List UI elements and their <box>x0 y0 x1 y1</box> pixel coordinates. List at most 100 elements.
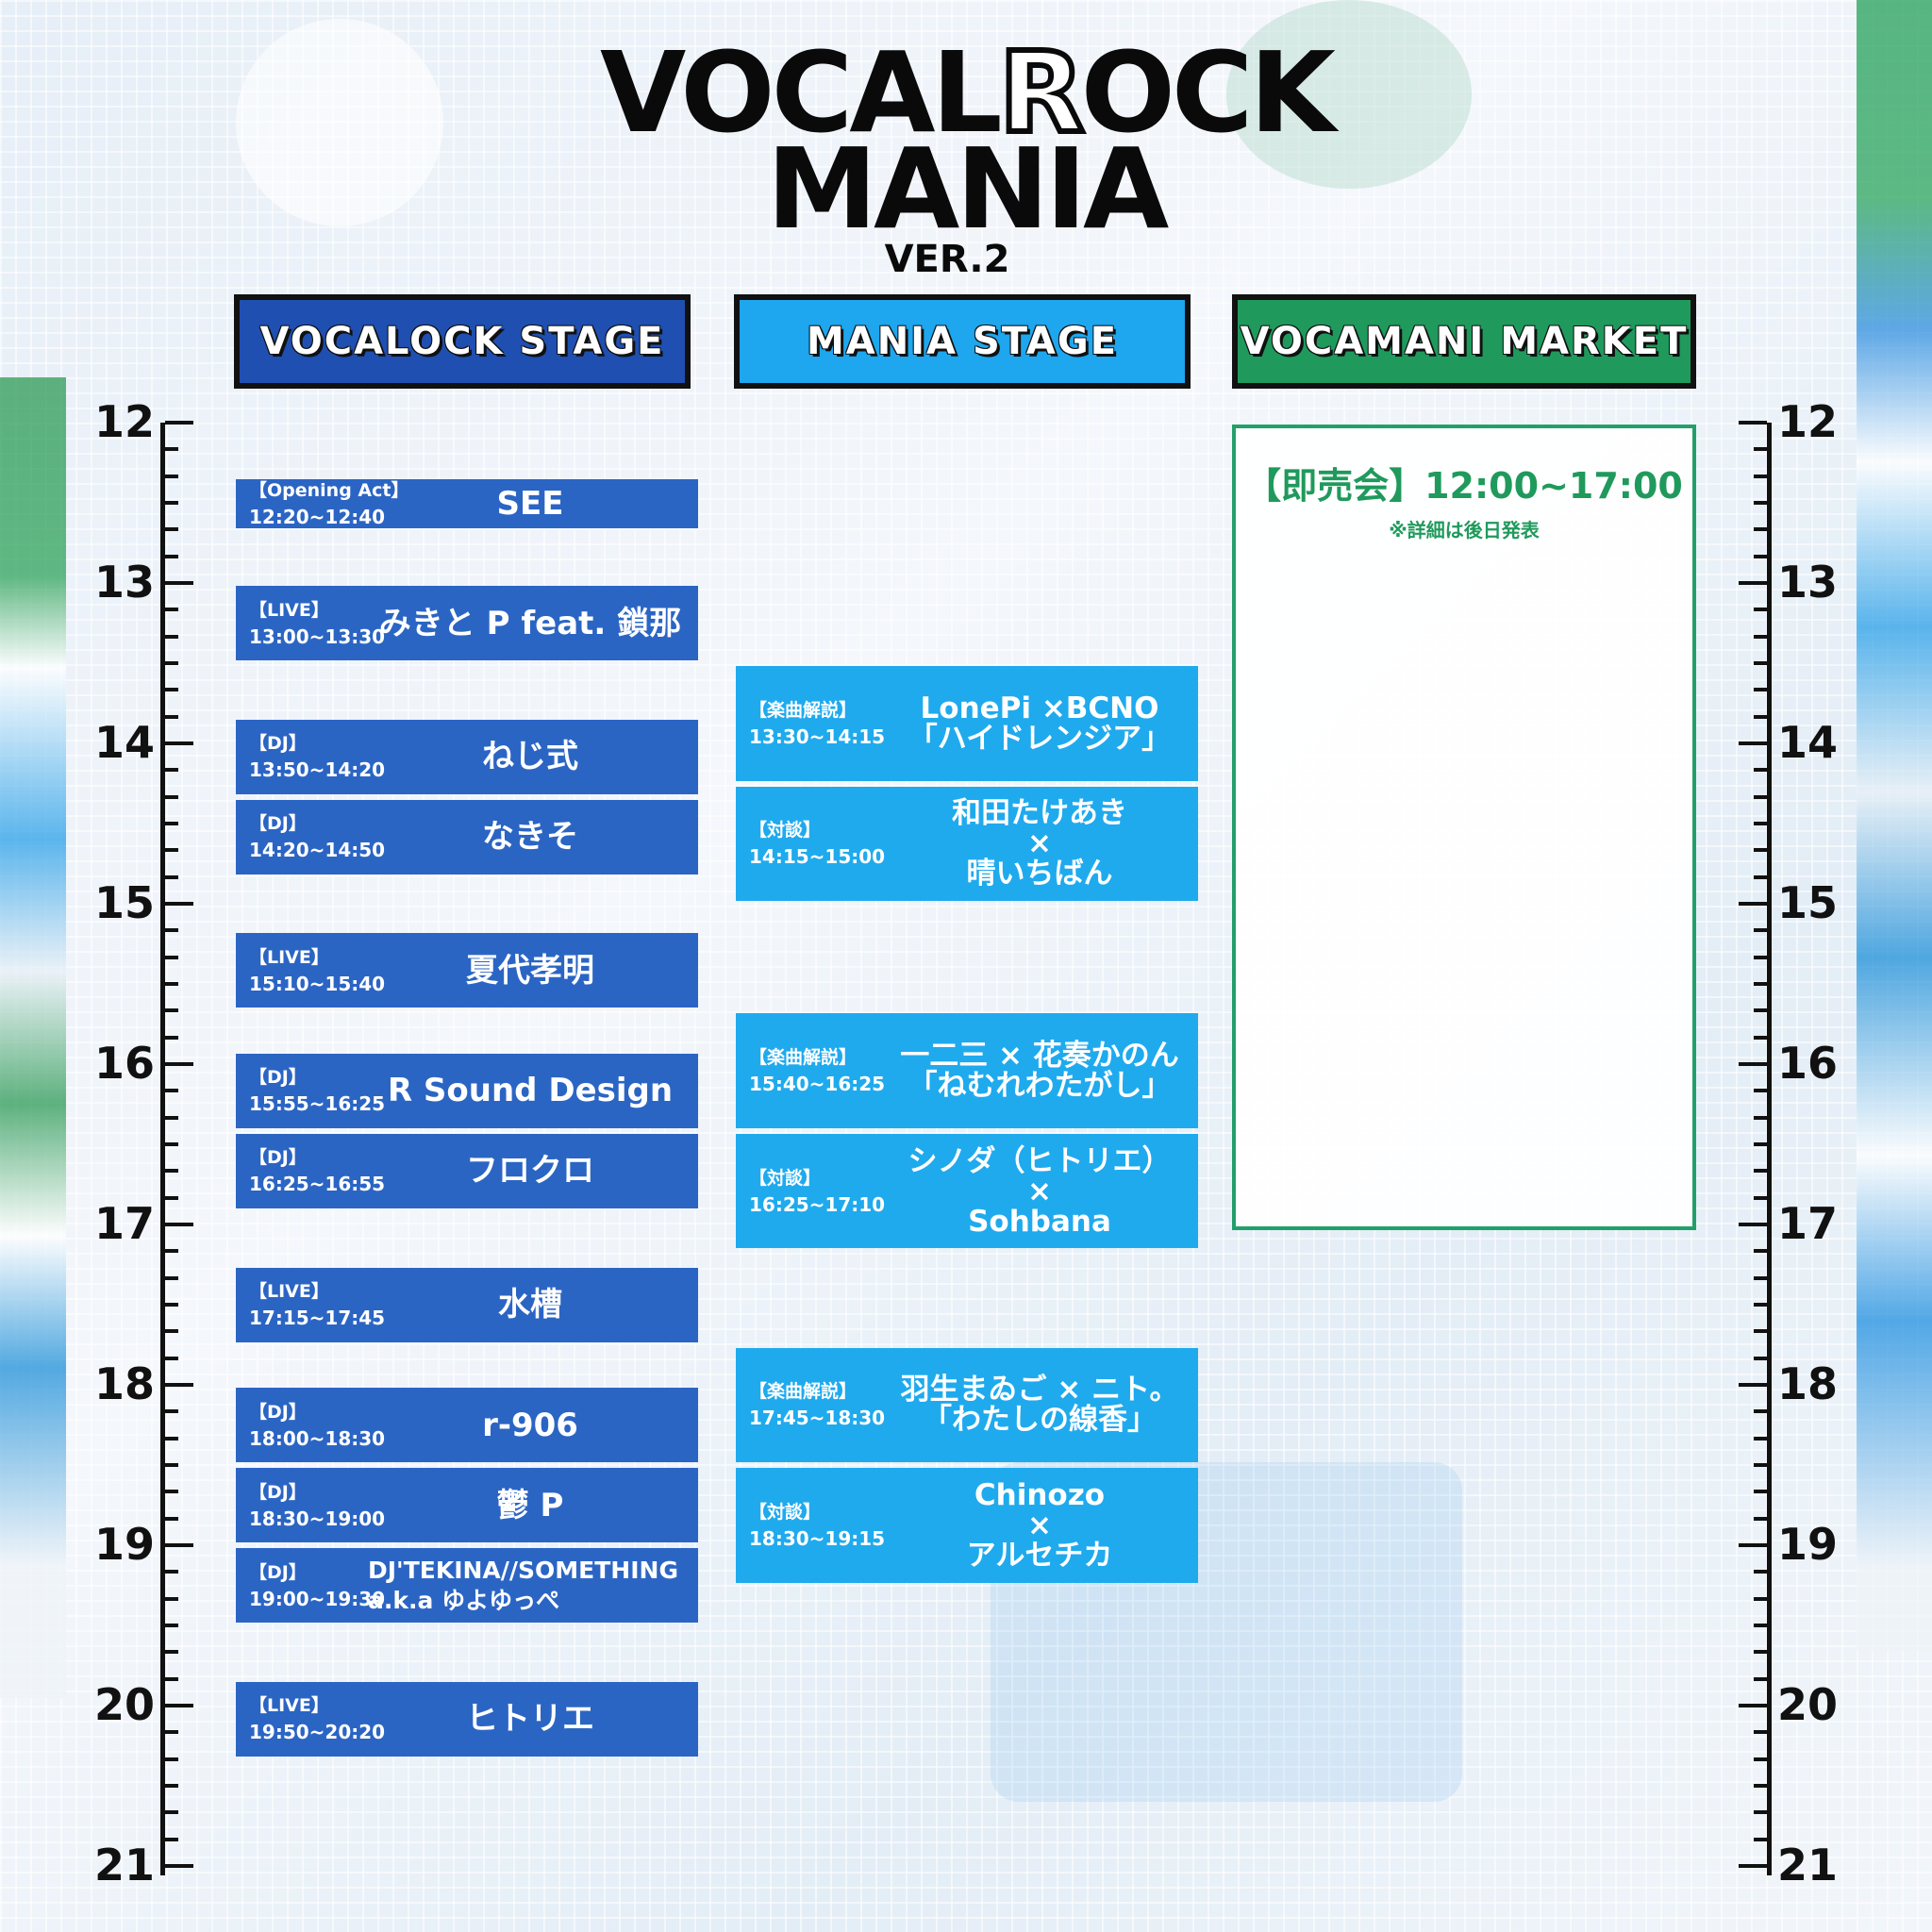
event-time: 14:15~15:00 <box>749 845 886 869</box>
minute-tick <box>165 1837 178 1841</box>
hour-tick <box>1739 1383 1767 1387</box>
hour-tick <box>165 421 193 425</box>
minute-tick <box>165 474 178 478</box>
event-category: 【DJ】 <box>249 1481 307 1503</box>
market-title: 【即売会】12:00~17:00 <box>1245 465 1683 507</box>
event-time: 15:55~16:25 <box>249 1092 386 1116</box>
vocalock-event[interactable]: 【DJ】16:25~16:55 フロクロ <box>236 1133 698 1208</box>
event-time: 18:30~19:00 <box>249 1507 386 1530</box>
minute-tick <box>1754 1115 1767 1120</box>
event-category: 【LIVE】 <box>249 1695 329 1717</box>
performer-line: Chinozo <box>974 1477 1106 1512</box>
minute-tick <box>165 1356 178 1360</box>
event-category: 【対談】 <box>749 820 822 841</box>
event-category: 【DJ】 <box>249 1147 307 1169</box>
minute-tick <box>1754 928 1767 933</box>
event-category: 【対談】 <box>749 1501 822 1523</box>
minute-tick <box>1754 608 1767 612</box>
event-meta: 【DJ】13:50~14:20 <box>249 730 385 783</box>
right-time-axis <box>1767 423 1772 1875</box>
performer-line: 夏代孝明 <box>466 951 594 990</box>
performer-line: 「ハイドレンジア」 <box>908 721 1172 756</box>
minute-tick <box>165 634 178 639</box>
hour-tick <box>1739 1223 1767 1226</box>
minute-tick <box>1754 1650 1767 1655</box>
right-pixel-strip <box>1857 0 1932 1651</box>
performer-line: r-906 <box>482 1406 578 1444</box>
minute-tick <box>165 1516 178 1521</box>
vocalock-event[interactable]: 【DJ】14:20~14:50 なきそ <box>236 799 698 874</box>
event-time: 19:50~20:20 <box>249 1721 386 1744</box>
event-performer: r-906 <box>368 1388 692 1462</box>
background-shape <box>1226 0 1472 189</box>
minute-tick <box>1754 1676 1767 1681</box>
minute-tick <box>165 955 178 959</box>
event-meta: 【DJ】14:20~14:50 <box>249 810 385 863</box>
event-meta: 【DJ】16:25~16:55 <box>249 1144 385 1197</box>
minute-tick <box>1754 501 1767 505</box>
minute-tick <box>1754 554 1767 558</box>
minute-tick <box>165 1035 178 1040</box>
minute-tick <box>165 928 178 933</box>
minute-tick <box>1754 1463 1767 1467</box>
event-time: 12:20~12:40 <box>249 505 386 528</box>
hour-tick <box>1739 1543 1767 1547</box>
event-time: 15:40~16:25 <box>749 1073 886 1096</box>
hour-tick <box>165 1864 193 1868</box>
hour-label-left: 14 <box>94 717 156 768</box>
minute-tick <box>1754 1142 1767 1146</box>
minute-tick <box>165 1784 178 1788</box>
minute-tick <box>1754 1275 1767 1280</box>
event-performer: 鬱 P <box>368 1468 692 1542</box>
event-meta: 【DJ】15:55~16:25 <box>249 1064 385 1117</box>
hour-label-right: 20 <box>1777 1679 1839 1730</box>
performer-line: 「わたしの線香」 <box>923 1403 1157 1438</box>
hour-tick <box>1739 902 1767 906</box>
vocalock-stage-header: VOCALOCK STAGE <box>234 294 691 389</box>
hour-tick <box>1739 1864 1767 1868</box>
performer-line: なきそ <box>482 818 578 857</box>
event-meta: 【LIVE】17:15~17:45 <box>249 1278 385 1331</box>
vocalock-event[interactable]: 【DJ】18:00~18:30 r-906 <box>236 1388 698 1462</box>
market-note: ※詳細は後日発表 <box>1389 519 1540 541</box>
logo-line-1: VOCALROCK <box>600 27 1336 158</box>
event-time: 14:20~14:50 <box>249 839 386 862</box>
performer-line: LonePi ×BCNO <box>920 691 1159 725</box>
market-panel: 【即売会】12:00~17:00 ※詳細は後日発表 <box>1232 425 1696 1230</box>
event-time: 13:30~14:15 <box>749 724 886 748</box>
minute-tick <box>165 714 178 719</box>
event-category: 【Opening Act】 <box>249 479 409 501</box>
hour-tick <box>165 1223 193 1226</box>
event-category: 【LIVE】 <box>249 946 329 968</box>
minute-tick <box>165 1624 178 1627</box>
minute-tick <box>1754 874 1767 879</box>
event-time: 17:15~17:45 <box>249 1307 386 1329</box>
hour-label-left: 17 <box>94 1198 156 1249</box>
event-category: 【LIVE】 <box>249 599 329 621</box>
event-meta: 【対談】16:25~17:10 <box>749 1165 885 1218</box>
minute-tick <box>165 527 178 532</box>
hour-label-left: 13 <box>94 557 156 608</box>
minute-tick <box>165 874 178 879</box>
event-meta: 【DJ】18:00~18:30 <box>249 1399 385 1452</box>
hour-tick <box>165 902 193 906</box>
hour-label-left: 21 <box>94 1840 156 1890</box>
performer-line: フロクロ <box>466 1152 594 1191</box>
event-category: 【楽曲解説】 <box>749 699 858 721</box>
mania-event[interactable]: 【楽曲解説】 13:30~14:15 LonePi ×BCNO「ハイドレンジア」 <box>736 666 1198 781</box>
minute-tick <box>1754 1303 1767 1307</box>
